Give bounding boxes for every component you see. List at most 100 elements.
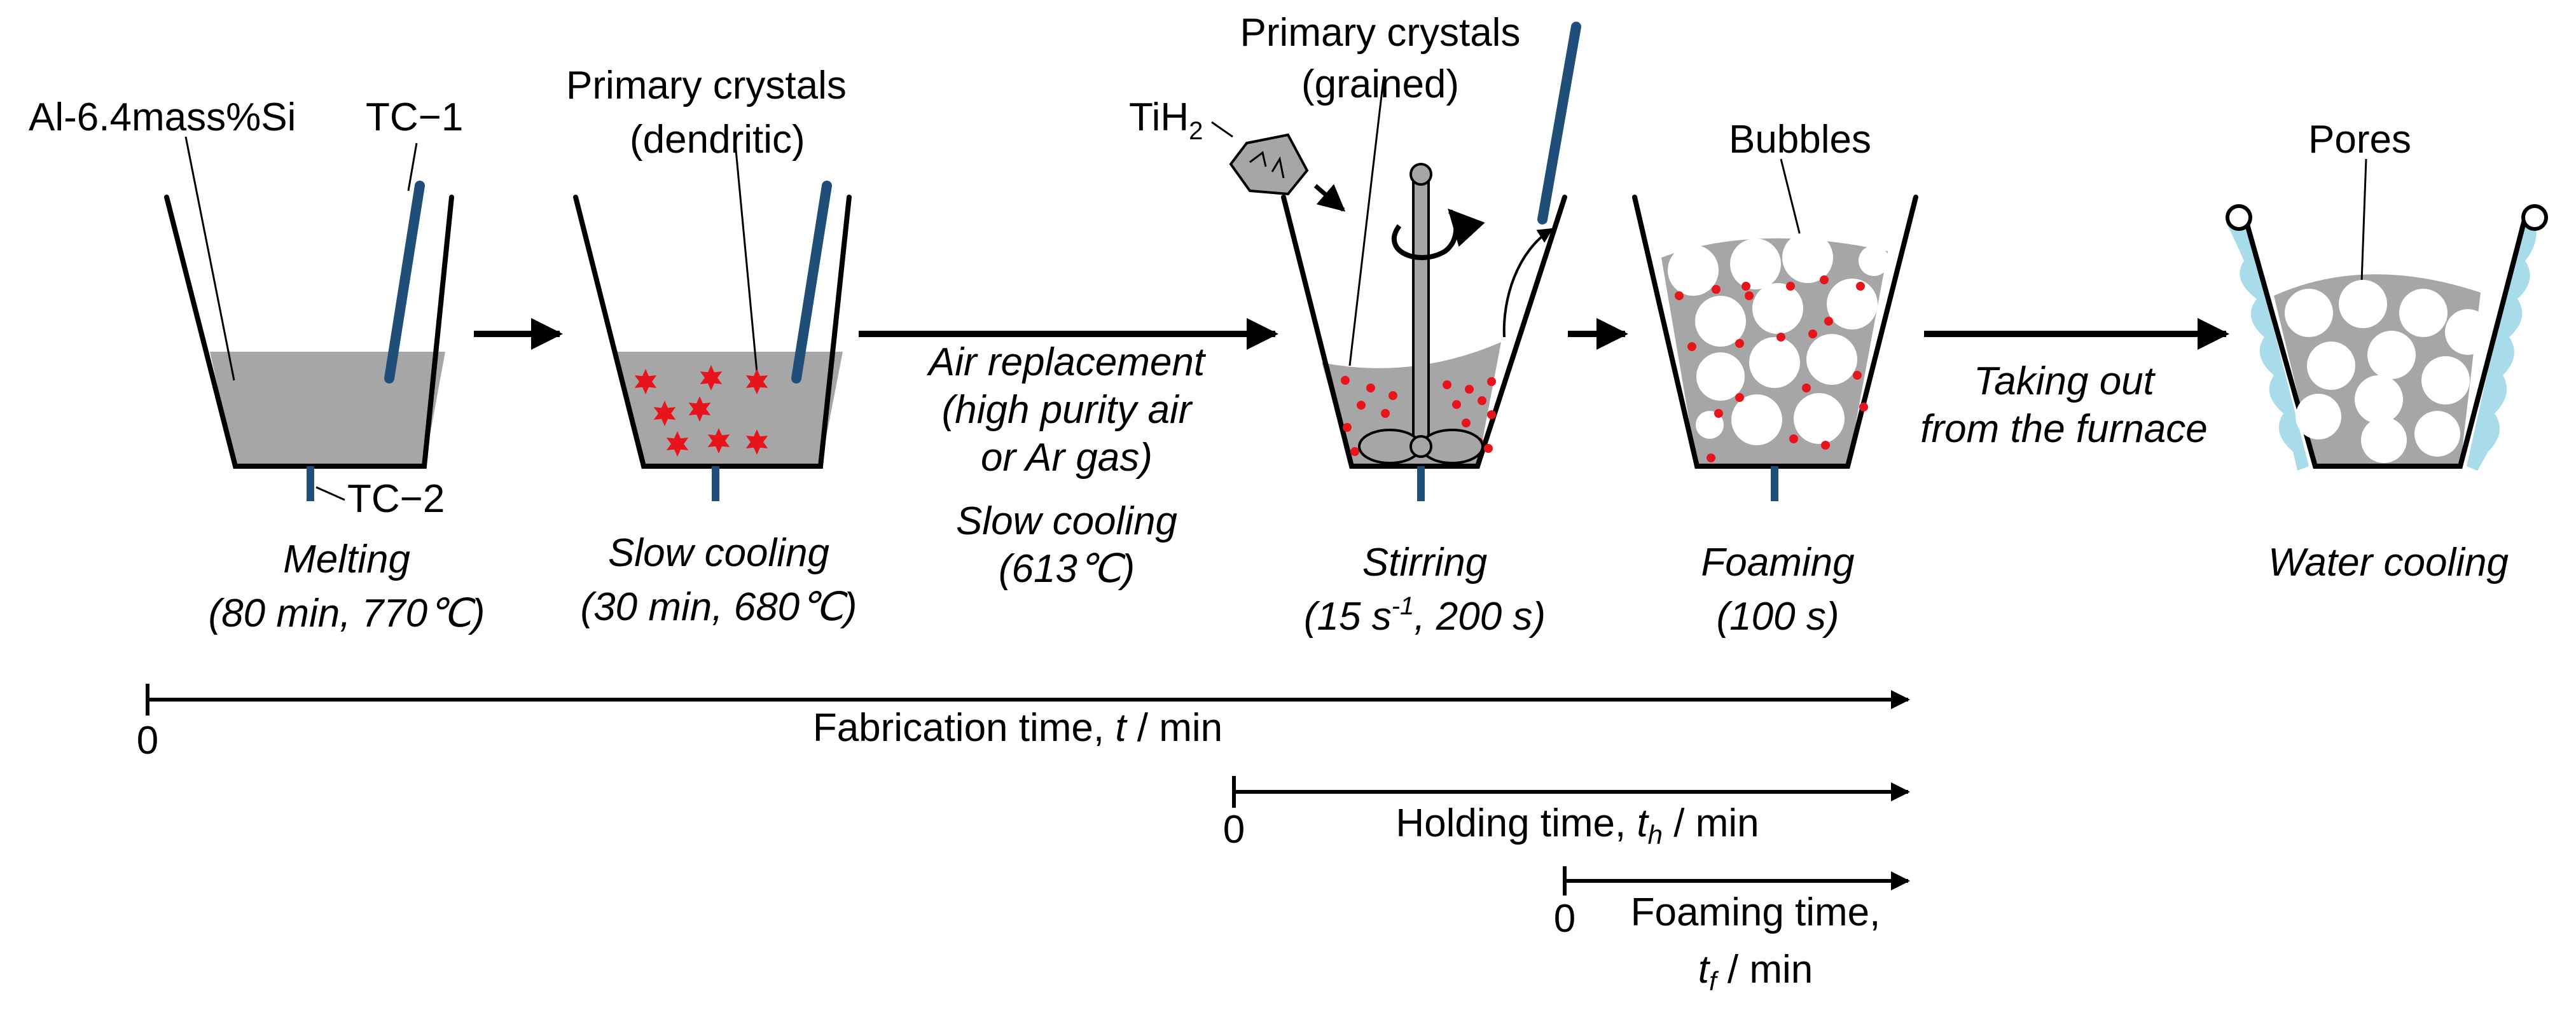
primary-grained-label-2: (grained) bbox=[1301, 62, 1459, 106]
crystal-dot bbox=[1357, 401, 1366, 410]
primary-crystals-dendritic bbox=[634, 365, 768, 457]
fabrication-zero: 0 bbox=[137, 719, 158, 763]
bubble bbox=[1806, 334, 1857, 385]
alloy-label: Al-6.4mass%Si bbox=[29, 95, 296, 139]
primary-grained-label-1: Primary crystals bbox=[1240, 11, 1521, 55]
crystal-dot bbox=[1802, 384, 1811, 392]
stirrer-impeller bbox=[1358, 163, 1484, 464]
foam-bubbles bbox=[1668, 232, 1889, 445]
crystal-star bbox=[653, 401, 676, 426]
bubble bbox=[1695, 296, 1746, 347]
pore bbox=[2355, 375, 2403, 424]
crystal-dot bbox=[1341, 376, 1350, 385]
crystal-dot bbox=[1465, 385, 1474, 394]
slow-cooling-613-line-2: (613℃) bbox=[999, 547, 1135, 591]
crystal-dot bbox=[1462, 419, 1471, 427]
crystal-dot bbox=[1776, 333, 1785, 342]
crystal-dot bbox=[1789, 434, 1798, 443]
bubble bbox=[1827, 279, 1878, 329]
step-melting-cond: (80 min, 770℃) bbox=[209, 592, 485, 635]
crystal-dot bbox=[1712, 285, 1721, 294]
taking-out-line-2: from the furnace bbox=[1920, 407, 2207, 451]
crystal-dot bbox=[1820, 275, 1829, 284]
crystal-star bbox=[688, 396, 711, 422]
crystal-dot bbox=[1853, 371, 1862, 380]
tc1-label: TC−1 bbox=[366, 95, 463, 139]
foaming-time-label-2: tf / min bbox=[1698, 948, 1813, 996]
tih2-crack-2 bbox=[1271, 156, 1285, 179]
crystal-dot bbox=[1745, 291, 1754, 300]
tih2-particle-icon bbox=[1229, 133, 1309, 196]
pore bbox=[2361, 417, 2407, 463]
crystal-dot bbox=[1484, 444, 1493, 453]
holding-zero: 0 bbox=[1223, 808, 1245, 852]
crystal-dot bbox=[1859, 403, 1868, 412]
bubble bbox=[1696, 352, 1745, 401]
crystal-dot bbox=[1388, 391, 1397, 400]
air-replacement-line-1: Air replacement bbox=[926, 340, 1207, 384]
bubble bbox=[1752, 283, 1803, 334]
step-foaming-name: Foaming bbox=[1701, 541, 1854, 585]
water-left bbox=[2226, 218, 2309, 471]
holding-time-axis bbox=[1232, 776, 1910, 808]
bubble bbox=[1731, 394, 1782, 445]
bubble bbox=[1782, 232, 1833, 283]
crystal-dot bbox=[1714, 409, 1723, 418]
crystal-star bbox=[634, 369, 657, 394]
air-replacement-line-2: (high purity air bbox=[942, 388, 1193, 432]
crystal-dot bbox=[1856, 282, 1865, 291]
air-replacement-line-3: or Ar gas) bbox=[981, 436, 1153, 480]
gas-release-arrow-icon bbox=[1502, 228, 1554, 338]
pore bbox=[2285, 289, 2333, 337]
primary-dendritic-label-2: (dendritic) bbox=[630, 118, 805, 162]
crystal-dot bbox=[1786, 282, 1795, 291]
bubble bbox=[1696, 411, 1724, 439]
crystal-dot bbox=[1443, 380, 1451, 389]
crystal-dot bbox=[1675, 291, 1684, 300]
crucible-melting bbox=[164, 136, 454, 501]
crystal-dot bbox=[1742, 282, 1750, 291]
step-foaming-cond: (100 s) bbox=[1717, 595, 1839, 639]
crystal-star bbox=[707, 428, 730, 453]
crystal-dot bbox=[1487, 410, 1496, 419]
crystal-dot bbox=[1487, 377, 1496, 386]
water-right bbox=[2467, 218, 2537, 471]
pore bbox=[2399, 289, 2448, 337]
bubble bbox=[1749, 337, 1800, 388]
crystal-dot bbox=[1350, 447, 1359, 456]
crystal-dot bbox=[1478, 396, 1486, 405]
pore bbox=[2307, 342, 2355, 390]
pore bbox=[2339, 280, 2387, 328]
crystal-dot bbox=[1452, 400, 1461, 409]
crucible-slow-cooling bbox=[573, 136, 852, 501]
pore bbox=[2367, 331, 2416, 379]
crystal-dot bbox=[1808, 329, 1817, 338]
crystal-star bbox=[745, 429, 768, 455]
fabrication-time-axis bbox=[146, 684, 1910, 716]
taking-out-line-1: Taking out bbox=[1974, 359, 2156, 403]
bubbles-label: Bubbles bbox=[1729, 118, 1871, 162]
tih2-crack-1 bbox=[1249, 151, 1267, 167]
foam-crystals bbox=[1675, 275, 1868, 462]
tih2-addition-arrow-icon bbox=[1313, 184, 1346, 212]
crystal-dot bbox=[1735, 339, 1744, 348]
crystal-star bbox=[666, 431, 689, 457]
rotation-arrow-icon bbox=[1392, 208, 1485, 260]
tc2-label: TC−2 bbox=[347, 477, 445, 521]
crystal-dot bbox=[1824, 317, 1833, 326]
primary-dendritic-label-1: Primary crystals bbox=[566, 64, 847, 107]
bubble bbox=[1859, 246, 1889, 276]
foaming-time-label-1: Foaming time, bbox=[1631, 890, 1881, 934]
pore bbox=[2296, 394, 2341, 439]
bubble bbox=[1794, 393, 1845, 444]
pore bbox=[2445, 309, 2491, 355]
crystal-dot bbox=[1821, 441, 1830, 450]
step-stirring-name: Stirring bbox=[1362, 541, 1487, 585]
crystal-dot bbox=[1366, 384, 1375, 392]
crystal-dot bbox=[1381, 409, 1390, 418]
crystal-dot bbox=[1343, 423, 1352, 432]
step-slow-cooling-name: Slow cooling bbox=[608, 531, 829, 575]
bubble bbox=[1730, 239, 1781, 289]
slow-cooling-613-line-1: Slow cooling bbox=[956, 499, 1177, 543]
